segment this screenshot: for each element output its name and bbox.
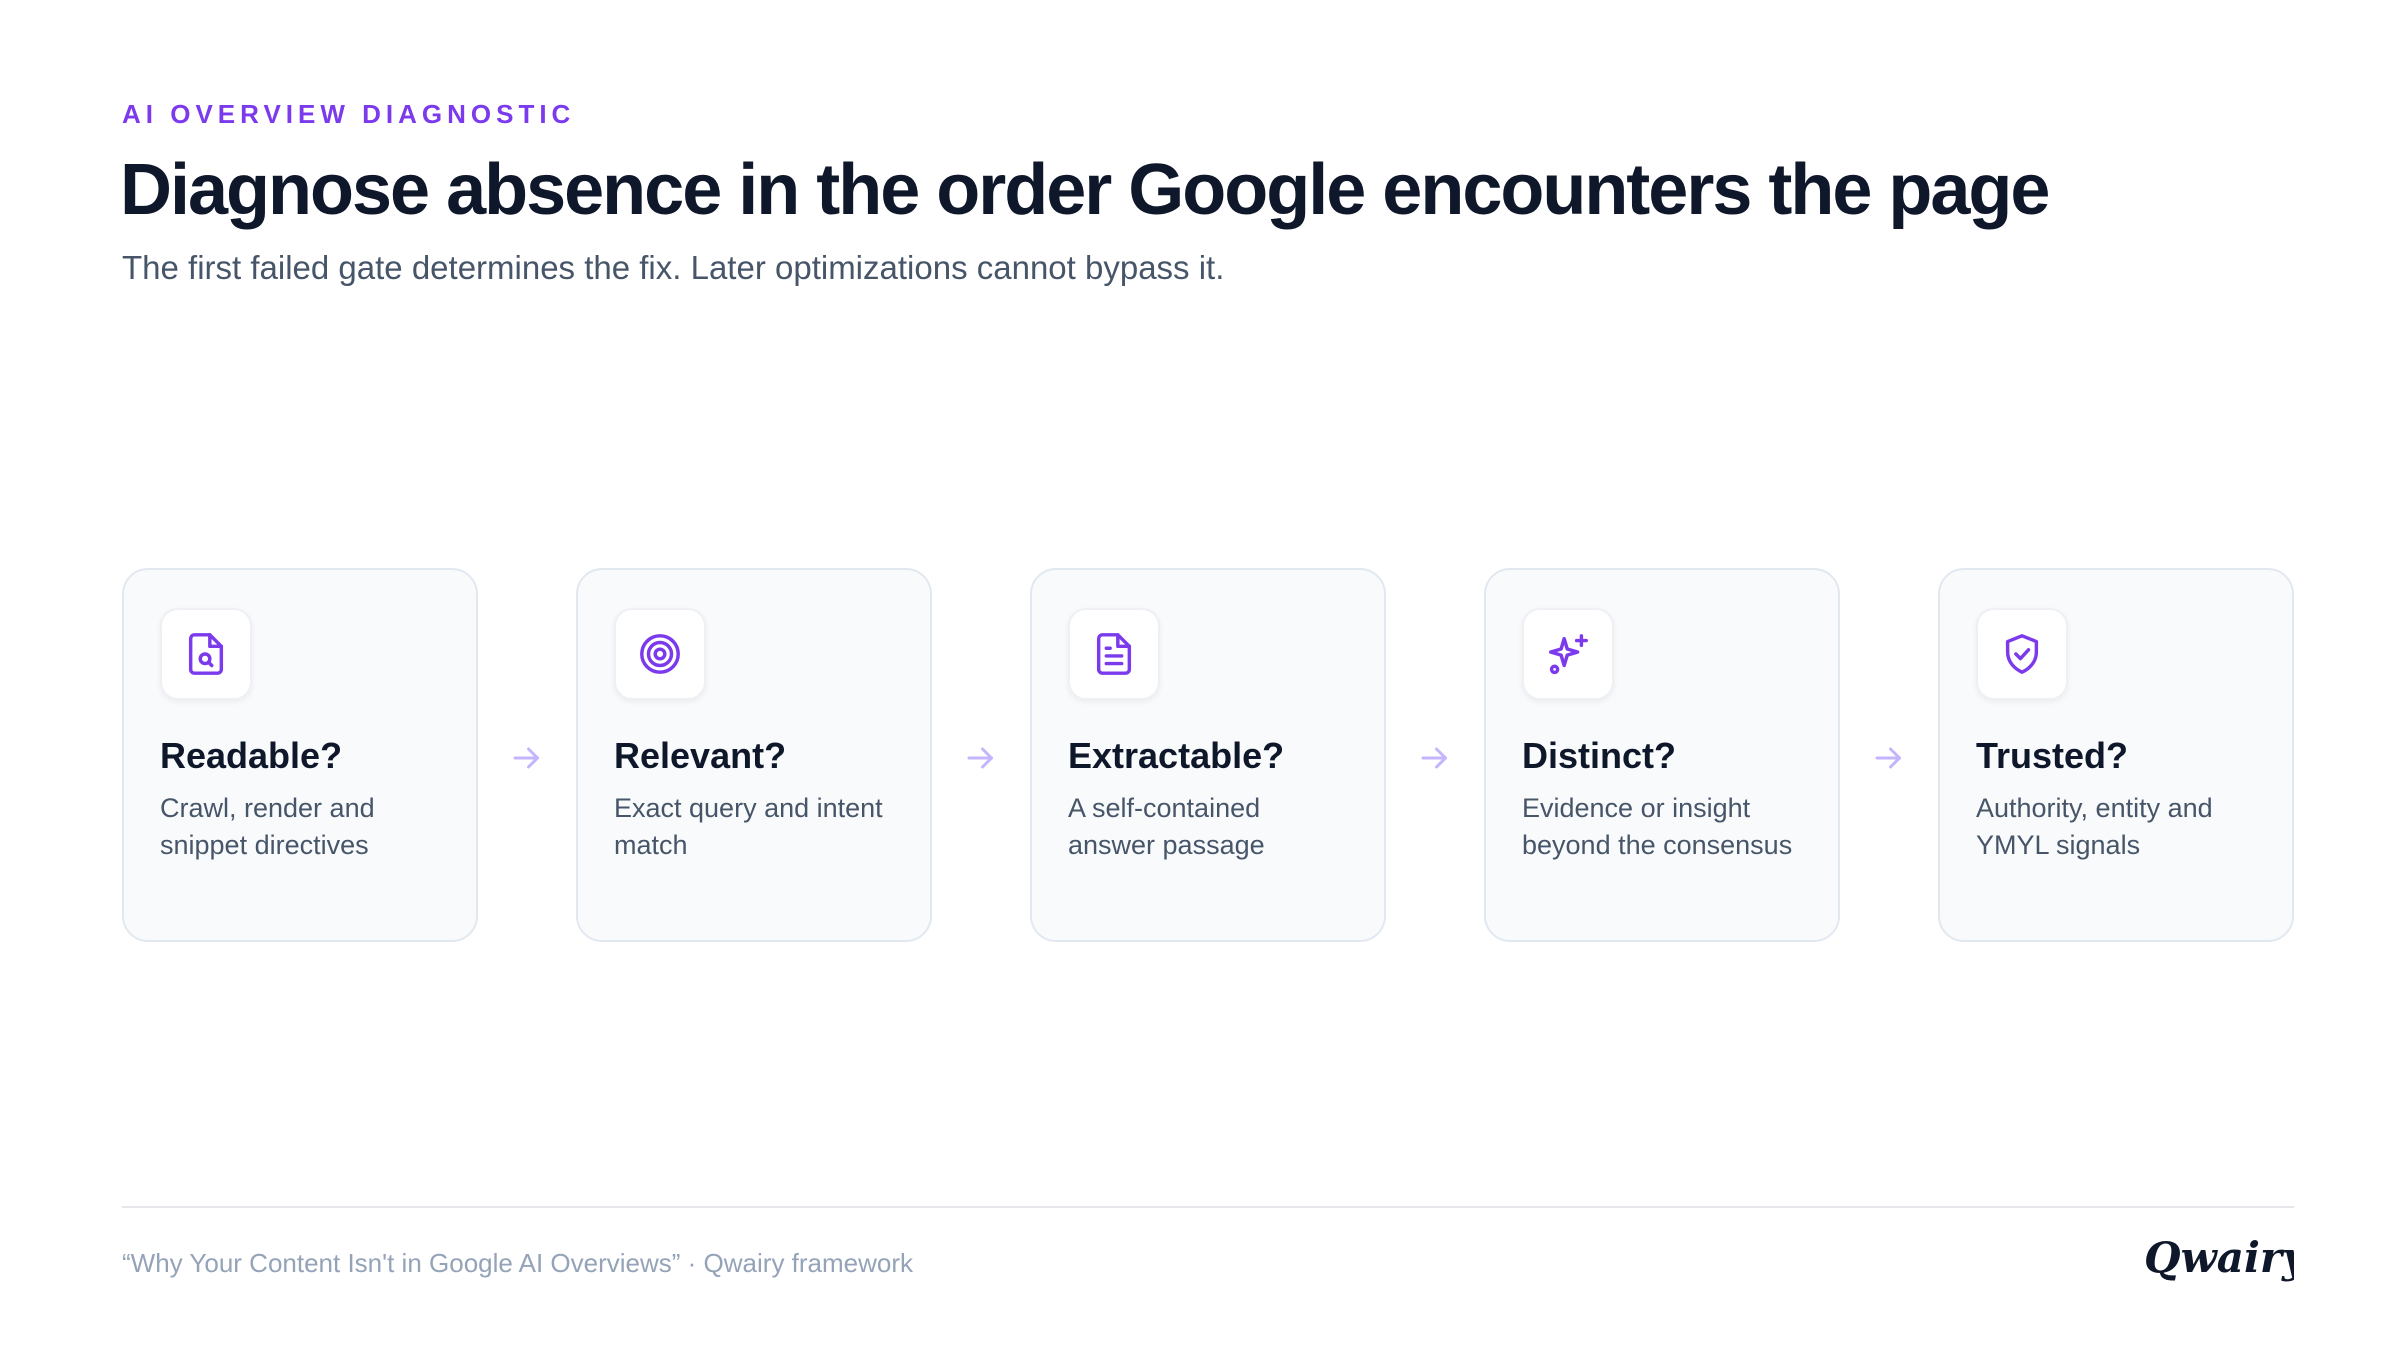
file-search-icon [160, 608, 252, 700]
step-card-extractable: Extractable? A self-contained answer pas… [1030, 568, 1386, 942]
step-card-distinct: Distinct? Evidence or insight beyond the… [1484, 568, 1840, 942]
step-title: Extractable? [1068, 735, 1285, 776]
arrow-right-icon [1840, 568, 1938, 942]
step-description: Exact query and intent match [614, 793, 883, 860]
step-title: Distinct? [1522, 735, 1677, 776]
sparkles-icon [1522, 608, 1614, 700]
step-description: A self-contained answer passage [1068, 793, 1265, 860]
page-title: Diagnose absence in the order Google enc… [120, 150, 2050, 230]
step-card-readable: Readable? Crawl, render and snippet dire… [122, 568, 478, 942]
arrow-right-icon [1386, 568, 1484, 942]
qwairy-logo: Qwairy [2144, 1233, 2294, 1282]
footer-source-note: “Why Your Content Isn't in Google AI Ove… [122, 1248, 914, 1278]
step-card-relevant: Relevant? Exact query and intent match [576, 568, 932, 942]
step-title: Relevant? [614, 735, 787, 776]
document-icon [1068, 608, 1160, 700]
footer-divider [122, 1206, 2294, 1208]
step-card-trusted: Trusted? Authority, entity and YMYL sign… [1938, 568, 2294, 942]
page-subtitle: The first failed gate determines the fix… [122, 249, 1225, 286]
step-description: Crawl, render and snippet directives [160, 793, 375, 860]
diagnostic-flow: Readable? Crawl, render and snippet dire… [122, 568, 2294, 942]
svg-text:Qwairy: Qwairy [2144, 1233, 2294, 1282]
arrow-right-icon [932, 568, 1030, 942]
target-icon [614, 608, 706, 700]
step-title: Trusted? [1976, 735, 2129, 776]
arrow-right-icon [478, 568, 576, 942]
step-description: Evidence or insight beyond the consensus [1522, 793, 1793, 860]
step-title: Readable? [160, 735, 343, 776]
step-description: Authority, entity and YMYL signals [1976, 793, 2213, 860]
shield-check-icon [1976, 608, 2068, 700]
eyebrow-label: AI OVERVIEW DIAGNOSTIC [122, 99, 576, 129]
